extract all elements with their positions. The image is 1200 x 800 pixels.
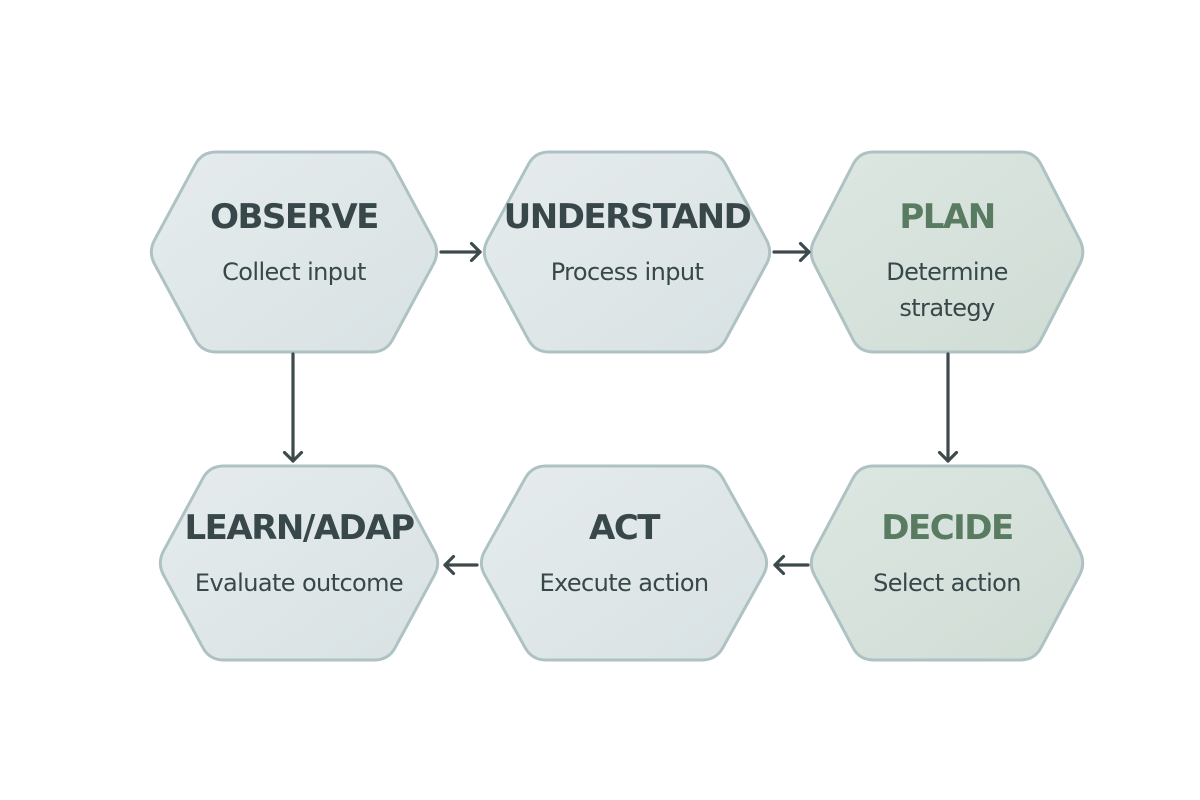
step-hexagon [479,464,769,662]
step-description: Determine [886,258,1008,286]
step-hexagon [158,464,440,662]
arrow-understand-to-plan [772,241,811,263]
step-hexagon [482,150,772,354]
arrow-down-icon [282,352,304,463]
step-description: Collect input [222,258,366,286]
step-title: DECIDE [881,508,1013,548]
step-node-decide: DECIDE Select action [809,464,1085,662]
step-hexagon [809,150,1085,354]
step-node-learn-adap: LEARN/ADAP Evaluate outcome [158,464,440,662]
step-title: ACT [589,508,661,548]
arrow-observe-to-understand [439,241,482,263]
step-title: PLAN [899,197,994,237]
arrow-observe-to-learn [282,352,304,463]
step-description: Select action [873,569,1021,597]
step-node-act: ACT Execute action [479,464,769,662]
arrow-left-icon [773,554,810,576]
step-node-plan: PLAN Determine strategy [809,150,1085,354]
arrow-act-to-learn [443,554,479,576]
step-description: strategy [899,294,995,322]
step-hexagon [149,150,439,354]
arrow-left-icon [443,554,479,576]
arrow-plan-to-decide [937,352,959,463]
step-description: Evaluate outcome [195,569,403,597]
step-node-understand: UNDERSTAND Process input [482,150,772,354]
step-hexagon [809,464,1085,662]
step-node-observe: OBSERVE Collect input [149,150,439,354]
step-nodes: OBSERVE Collect input UNDERSTAND Process in… [149,150,1085,662]
step-title: LEARN/ADAP [184,508,414,548]
step-description: Execute action [539,569,708,597]
flow-arrows [282,241,959,576]
arrow-right-icon [439,241,482,263]
step-description: Process input [551,258,704,286]
arrow-decide-to-act [773,554,810,576]
step-title: UNDERSTAND [504,197,751,237]
arrow-right-icon [772,241,811,263]
arrow-down-icon [937,352,959,463]
step-title: OBSERVE [210,197,378,237]
